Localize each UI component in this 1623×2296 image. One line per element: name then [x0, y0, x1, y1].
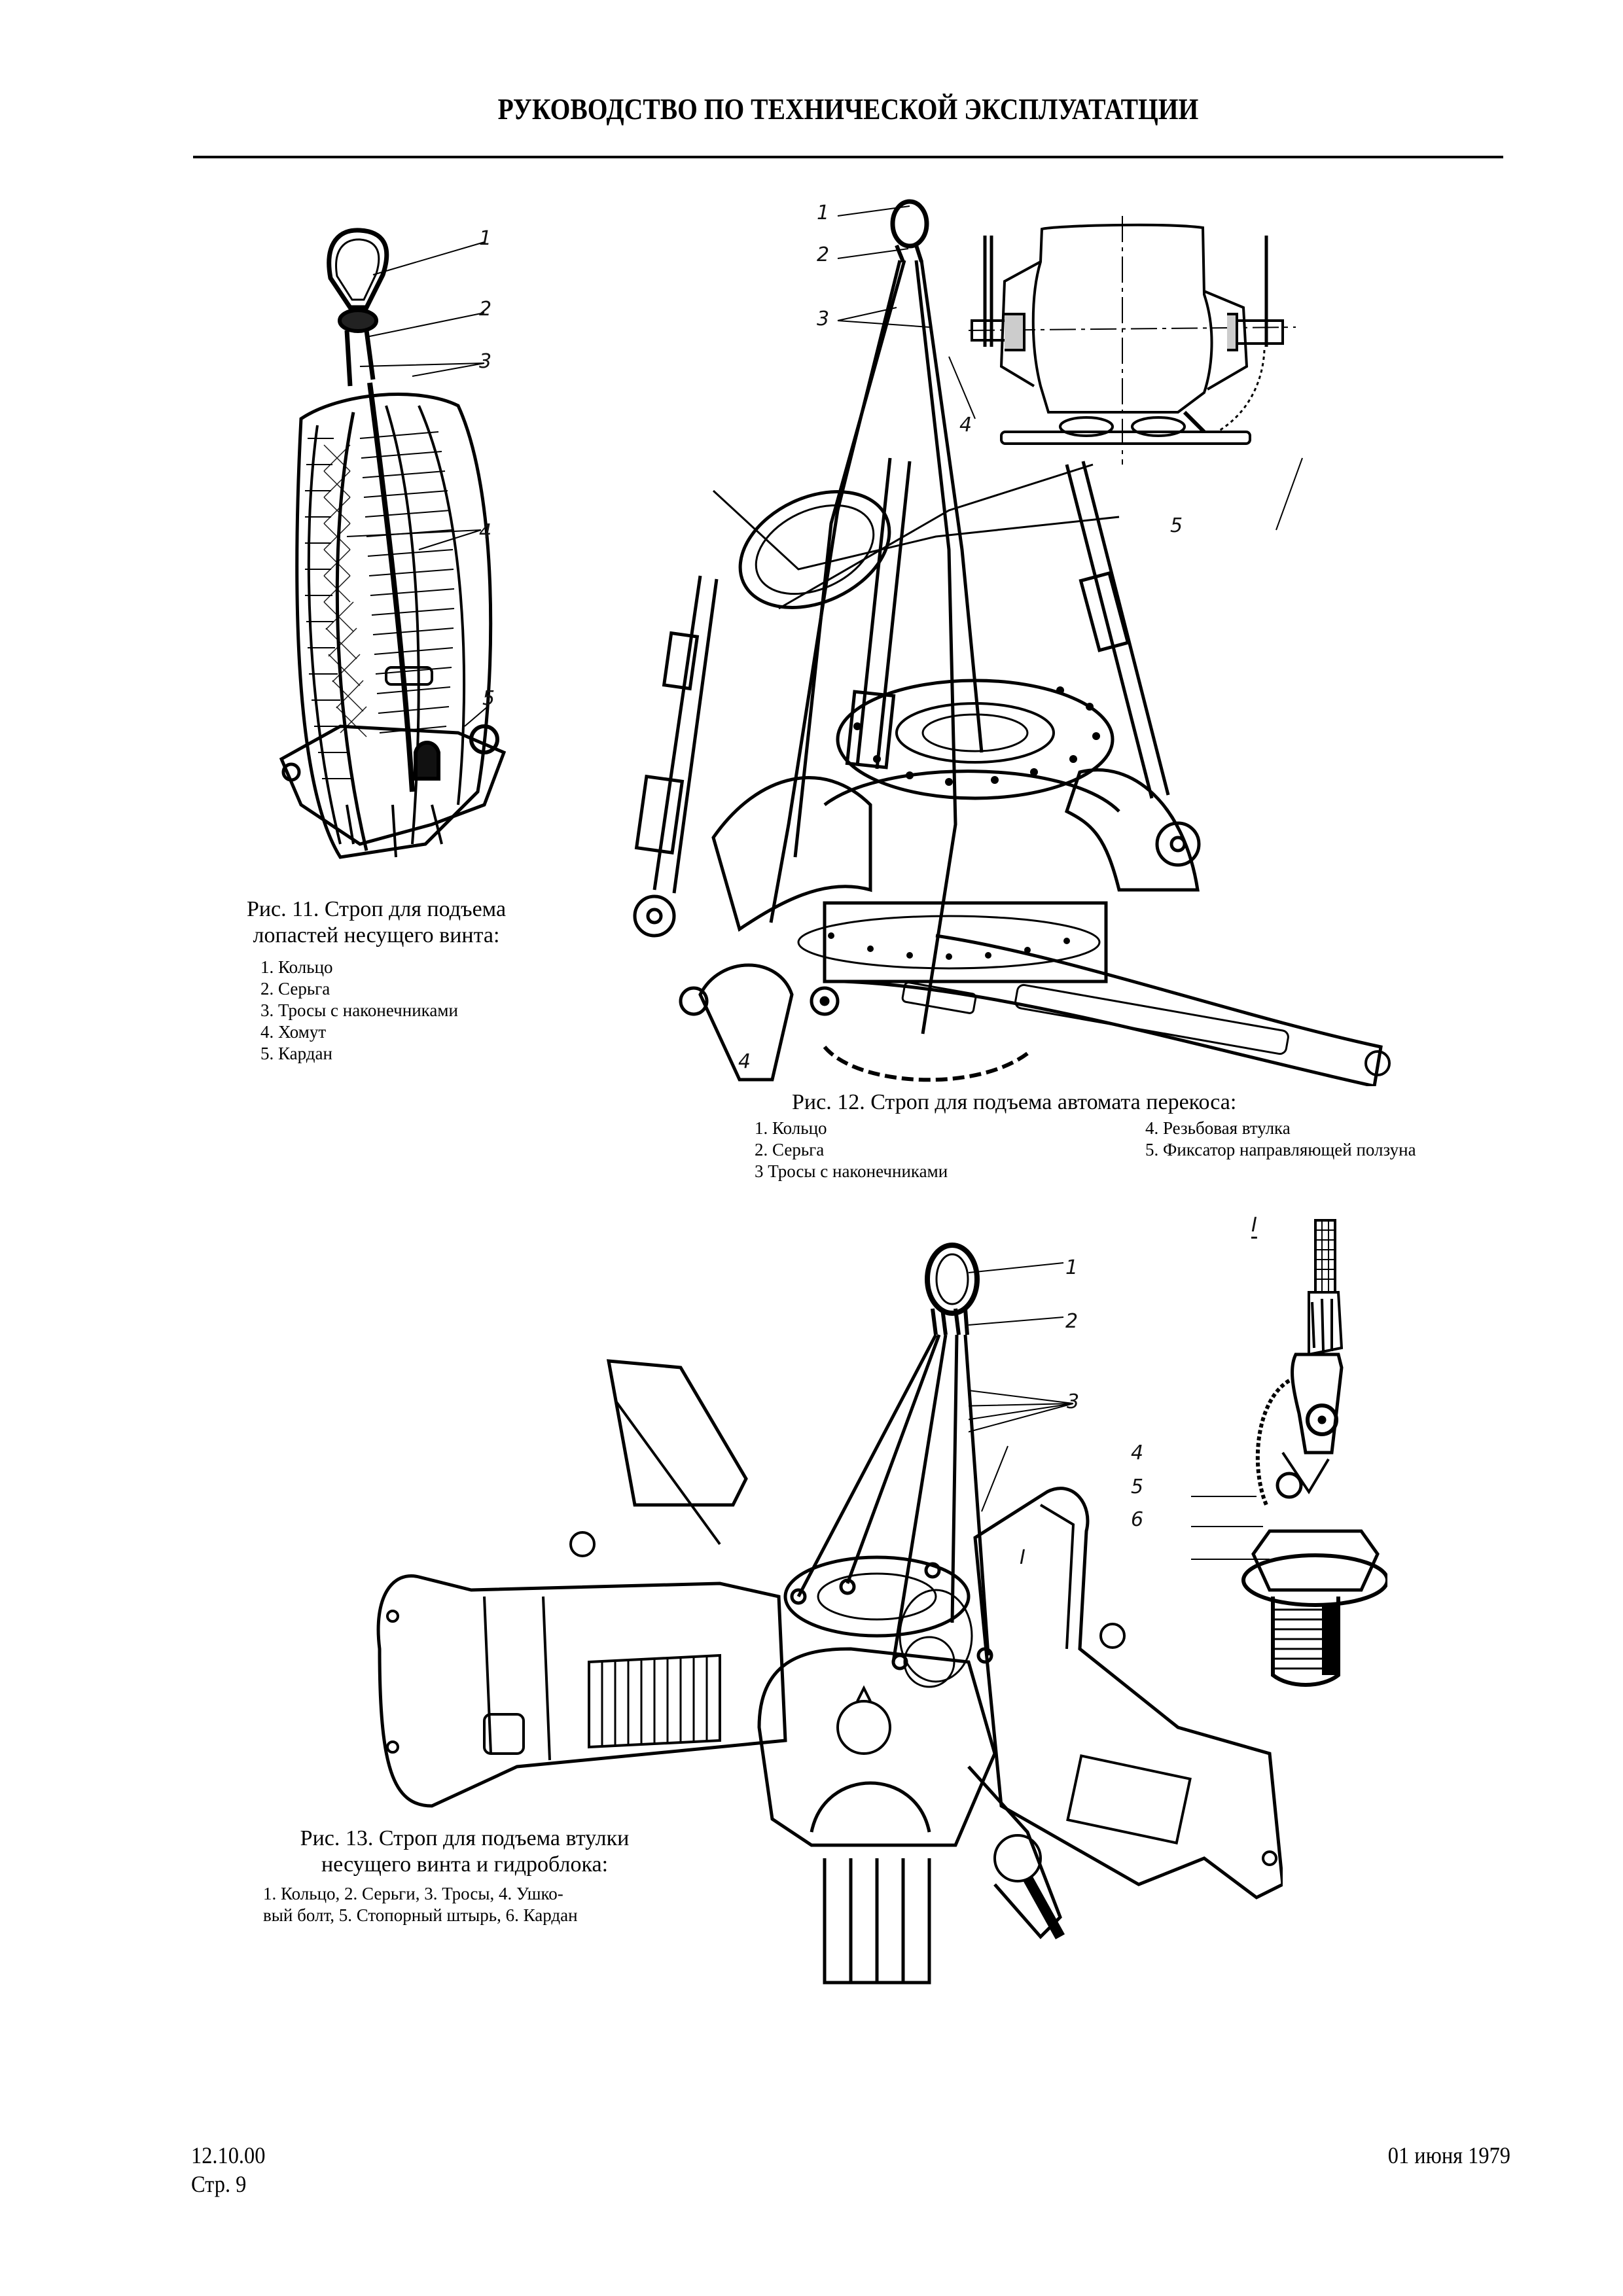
fig12-legend-item: 1. Кольцо [755, 1118, 827, 1138]
fig13-detail-title-i: I [1251, 1214, 1257, 1237]
figure-11-leader-lines [346, 241, 488, 727]
fig11-legend-item: 4. Хомут [260, 1022, 327, 1042]
fig11-legend: 1. Кольцо 2. Серьга 3. Тросы с наконечни… [260, 957, 458, 1065]
fig13-callout-4: 4 [1131, 1441, 1144, 1464]
fig12-callout-4: 4 [738, 1050, 751, 1073]
fig12-legend-item: 2. Серьга [755, 1140, 825, 1159]
fig12-legend-item: 4. Резьбовая втулка [1145, 1118, 1291, 1138]
figure-13-drawing [353, 1230, 1283, 2002]
page-number: Стр. 9 [191, 2171, 247, 2197]
fig11-callout-5: 5 [482, 687, 495, 710]
fig11-callout-3: 3 [479, 350, 492, 373]
fig11-callout-2: 2 [479, 298, 492, 321]
fig13-callout-1: 1 [1065, 1256, 1079, 1279]
fig11-callout-1: 1 [479, 227, 492, 250]
page-header-title: РУКОВОДСТВО ПО ТЕХНИЧЕСКОЙ ЭКСПЛУАТАТЦИИ [497, 92, 1199, 126]
fig13-callout-3: 3 [1067, 1390, 1080, 1413]
figure-12-inset-drawing [969, 216, 1479, 478]
fig11-caption-line2: лопастей несущего винта: [253, 923, 500, 947]
fig12-inset-callout-4: 4 [959, 414, 972, 436]
fig13-legend: 1. Кольцо, 2. Серьги, 3. Тросы, 4. Ушко-… [263, 1883, 578, 1926]
fig13-detail-title-text: I [1251, 1214, 1257, 1237]
fig13-callout-i: I [1020, 1546, 1026, 1569]
fig12-legend-item: 3 Тросы с наконечниками [755, 1161, 948, 1181]
fig13-legend-line2: вый болт, 5. Стопорный штырь, 6. Кардан [263, 1905, 578, 1925]
fig12-callout-1: 1 [817, 202, 830, 224]
fig13-caption-title: Рис. 13. Строп для подъема втулки несуще… [262, 1826, 668, 1878]
fig11-legend-item: 1. Кольцо [260, 957, 333, 977]
fig13-callout-2: 2 [1065, 1310, 1079, 1333]
fig11-caption-title: Рис. 11. Строп для подъема лопастей несу… [216, 896, 537, 949]
fig12-callout-3: 3 [817, 308, 830, 330]
fig12-callout-2: 2 [817, 243, 830, 266]
doc-number: 12.10.00 [191, 2142, 266, 2168]
fig12-legend-right: 4. Резьбовая втулка 5. Фиксатор направля… [1145, 1118, 1416, 1161]
fig13-legend-line1: 1. Кольцо, 2. Серьги, 3. Тросы, 4. Ушко- [263, 1884, 563, 1903]
fig12-legend-item: 5. Фиксатор направляющей ползуна [1145, 1140, 1416, 1159]
header-rule [193, 156, 1503, 158]
footer-left: 12.10.00 Стр. 9 [191, 2141, 265, 2199]
footer-date: 01 июня 1979 [1387, 2142, 1510, 2168]
fig11-legend-item: 2. Серьга [260, 979, 330, 998]
figure-12-leader-lines [837, 205, 1303, 531]
fig11-caption-line1: Рис. 11. Строп для подъема [246, 897, 507, 921]
fig13-caption-line1: Рис. 13. Строп для подъема втулки [300, 1826, 630, 1850]
fig11-legend-item: 5. Кардан [260, 1044, 332, 1063]
fig13-caption-line2: несущего винта и гидроблока: [321, 1852, 609, 1877]
figure-12-drawing [609, 183, 1420, 1086]
fig11-callout-4: 4 [479, 520, 492, 543]
fig12-legend-left: 1. Кольцо 2. Серьга 3 Тросы с наконечник… [755, 1118, 948, 1182]
fig11-legend-item: 3. Тросы с наконечниками [260, 1000, 458, 1020]
fig13-callout-6: 6 [1131, 1508, 1144, 1531]
fig12-inset-callout-5: 5 [1170, 514, 1183, 537]
fig13-callout-5: 5 [1131, 1475, 1144, 1498]
figure-11-drawing [262, 216, 537, 870]
figure-13-detail-i-drawing [1217, 1217, 1387, 1747]
figure-13-leader-lines [969, 1262, 1270, 1560]
fig12-caption-title: Рис. 12. Строп для подъема автомата пере… [792, 1090, 1237, 1114]
